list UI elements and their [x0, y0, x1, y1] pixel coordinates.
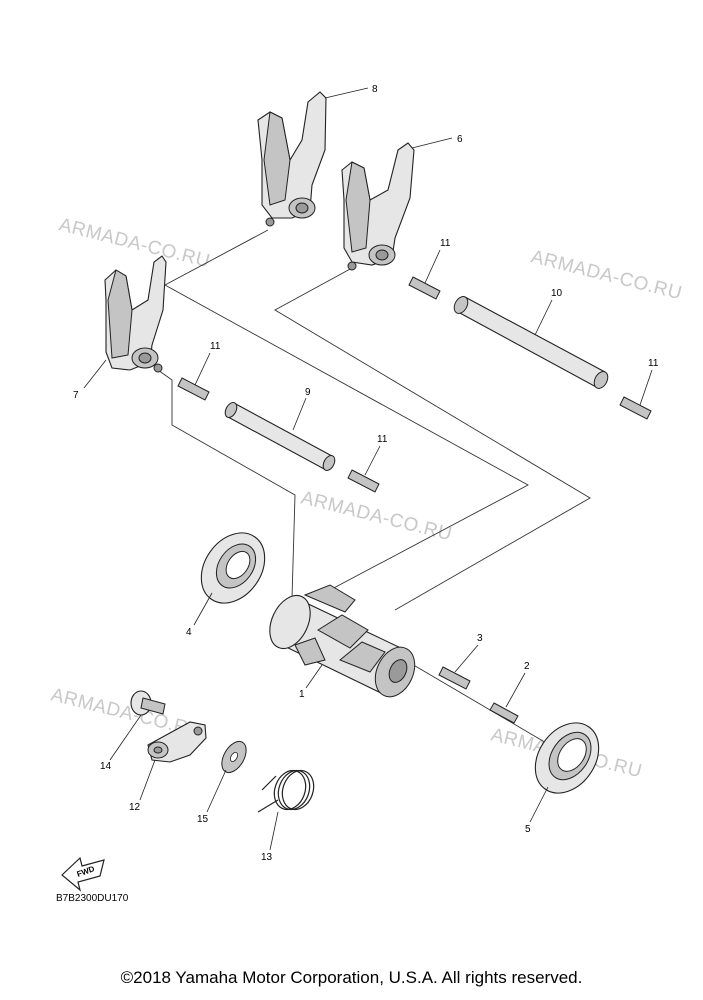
callout-10: 10: [551, 288, 563, 299]
bearing-5: [534, 722, 600, 794]
bearing-4: [200, 532, 266, 604]
fwd-arrow-icon: FWD: [61, 856, 105, 892]
callout-8: 8: [372, 84, 378, 95]
shift-fork-8: [257, 91, 327, 227]
callout-6: 6: [457, 134, 463, 145]
shift-fork-6: [341, 142, 415, 271]
callout-13: 13: [261, 852, 273, 863]
callout-11: 11: [210, 341, 221, 352]
callout-5: 5: [525, 824, 531, 835]
callout-11: 11: [377, 434, 388, 445]
callout-7: 7: [73, 390, 79, 401]
watermark: ARMADA-CO.RU: [57, 214, 212, 272]
callout-9: 9: [305, 387, 311, 398]
pin-3: [438, 666, 471, 690]
guide-bar-10: [453, 296, 609, 389]
shift-fork-7: [104, 255, 167, 373]
callout-3: 3: [477, 633, 483, 644]
callout-14: 14: [100, 761, 112, 772]
copyright-notice: ©2018 Yamaha Motor Corporation, U.S.A. A…: [120, 968, 583, 987]
callout-1: 1: [299, 689, 305, 700]
callout-4: 4: [186, 627, 192, 638]
shift-drum-1: [269, 584, 416, 698]
assembly-lines: [157, 229, 591, 745]
bolt-14: [130, 690, 166, 716]
pin-2: [489, 702, 519, 724]
callout-2: 2: [524, 661, 530, 672]
callout-12: 12: [129, 802, 141, 813]
callout-numbers: 8 6 7 11 10 11 11 9 11 4 1 3 2 5 14 12 1…: [73, 84, 659, 863]
leader-lines: [83, 87, 653, 851]
callout-11: 11: [440, 238, 451, 249]
dowel-pins-11: [177, 276, 652, 493]
washer-15: [221, 740, 247, 774]
guide-bar-9: [224, 402, 336, 471]
diagram-code: B7B2300DU170: [56, 893, 129, 904]
callout-11: 11: [648, 358, 659, 369]
callout-15: 15: [197, 814, 209, 825]
torsion-spring-13: [257, 769, 315, 813]
